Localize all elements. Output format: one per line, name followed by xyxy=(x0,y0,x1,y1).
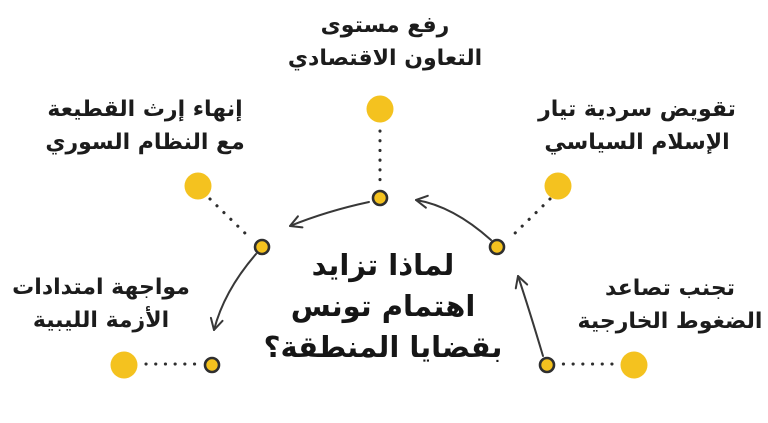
dotted-connector-islam xyxy=(507,197,552,241)
factor-label-libyan-crisis: مواجهة امتدادات الأزمة الليبية xyxy=(12,271,190,337)
arrow-syria-to-libya xyxy=(209,253,257,331)
factor-label-line: تجنب تصاعد xyxy=(605,276,735,301)
factor-label-line: الأزمة الليبية xyxy=(32,308,170,333)
arrow-pressure-to-islam xyxy=(514,275,544,357)
big-dot-economic xyxy=(366,95,394,123)
big-dot-syria xyxy=(184,172,212,200)
factor-label-external-pressure: تجنب تصاعد الضغوط الخارجية xyxy=(578,272,763,338)
small-dot-economic xyxy=(371,189,389,207)
center-question-line1: لماذا تزايد xyxy=(311,248,455,282)
arrow-economic-to-syria xyxy=(289,201,370,229)
small-dot-syria xyxy=(253,238,271,256)
dotted-connector-syria xyxy=(208,197,253,241)
factor-label-line: رفع مستوى xyxy=(320,13,450,38)
factor-label-line: الإسلام السياسي xyxy=(544,130,730,155)
factor-label-line: مع النظام السوري xyxy=(45,130,245,155)
factor-label-line: إنهاء إرث القطيعة xyxy=(47,97,243,122)
arrow-islam-to-economic xyxy=(415,194,492,241)
small-dot-islam xyxy=(488,238,506,256)
factor-label-line: مواجهة امتدادات xyxy=(12,275,190,300)
factor-label-political-islam: تقويض سردية تيار الإسلام السياسي xyxy=(538,93,736,159)
small-dot-pressure xyxy=(538,356,556,374)
big-dot-pressure xyxy=(620,351,648,379)
center-question-line3: بقضايا المنطقة؟ xyxy=(263,330,503,364)
big-dot-islam xyxy=(544,172,572,200)
factor-label-line: الضغوط الخارجية xyxy=(577,309,763,334)
factor-label-economic-cooperation: رفع مستوى التعاون الاقتصادي xyxy=(288,9,482,75)
big-dot-libya xyxy=(110,351,138,379)
small-dot-libya xyxy=(203,356,221,374)
center-question-line2: اهتمام تونس xyxy=(290,289,476,323)
factor-label-line: تقويض سردية تيار xyxy=(538,97,736,122)
factor-label-syrian-regime: إنهاء إرث القطيعة مع النظام السوري xyxy=(45,93,244,159)
factor-label-line: التعاون الاقتصادي xyxy=(287,46,483,71)
center-question: لماذا تزايد اهتمام تونس بقضايا المنطقة؟ xyxy=(264,245,503,368)
